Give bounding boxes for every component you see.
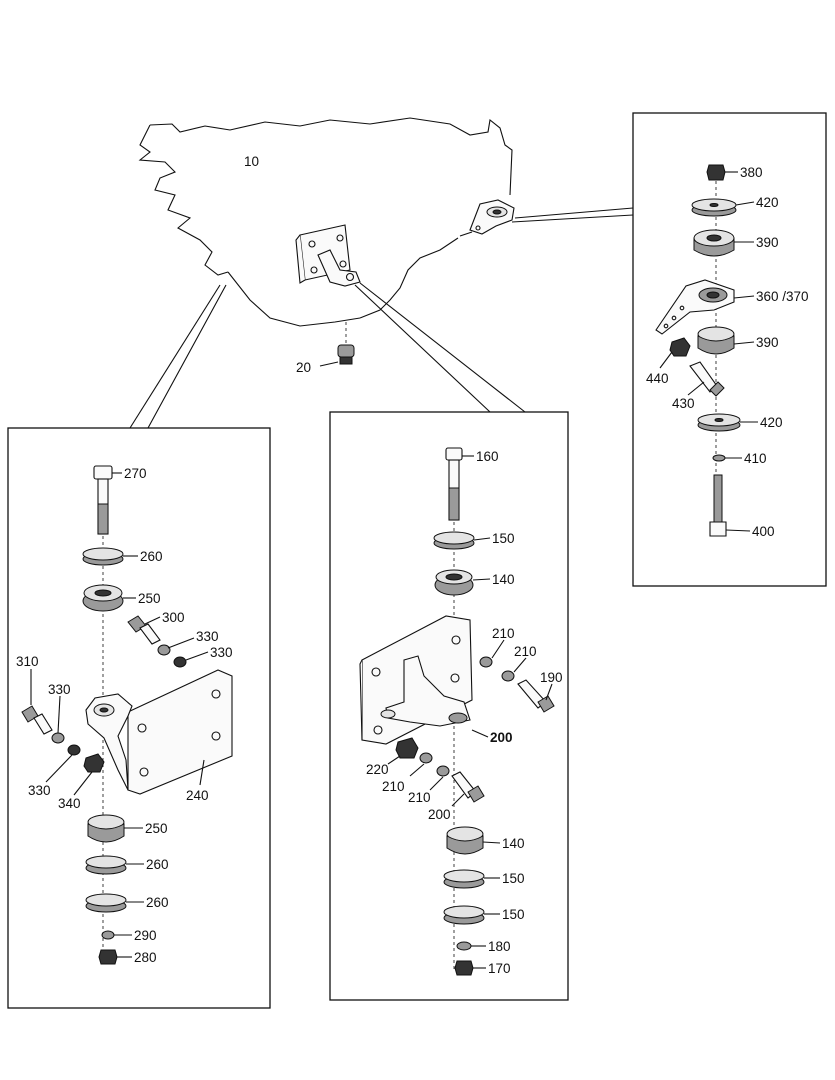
frame-left <box>7 427 271 1009</box>
callout-210-d: 210 <box>408 790 431 805</box>
frame-center <box>329 411 569 1001</box>
callout-380: 380 <box>740 165 763 180</box>
callout-260-mid: 260 <box>146 857 169 872</box>
callout-200-bolt: 200 <box>428 807 451 822</box>
right-assembly <box>655 164 741 537</box>
callout-210-c: 210 <box>382 779 405 794</box>
callout-260-lower: 260 <box>146 895 169 910</box>
frame-right <box>632 112 827 587</box>
connector-lines <box>129 207 634 429</box>
engine-outline <box>138 117 513 327</box>
callout-150-upper: 150 <box>492 531 515 546</box>
callout-210-a: 210 <box>492 626 515 641</box>
callout-440: 440 <box>646 371 669 386</box>
callout-200-bracket: 200 <box>490 730 513 745</box>
callout-420-lower: 420 <box>760 415 783 430</box>
callout-20: 20 <box>296 360 311 375</box>
callout-420-upper: 420 <box>756 195 779 210</box>
callout-190: 190 <box>540 670 563 685</box>
callout-430: 430 <box>672 396 695 411</box>
callout-140-upper: 140 <box>492 572 515 587</box>
callout-labels: 10 20 380 420 390 360 /370 390 440 430 4… <box>16 154 809 976</box>
callout-340: 340 <box>58 796 81 811</box>
engine-right-bracket <box>459 199 515 237</box>
callout-330-c: 330 <box>48 682 71 697</box>
callout-140-lower: 140 <box>502 836 525 851</box>
callout-390-lower: 390 <box>756 335 779 350</box>
callout-410: 410 <box>744 451 767 466</box>
callout-390-upper: 390 <box>756 235 779 250</box>
plug-20 <box>337 322 355 365</box>
callout-210-b: 210 <box>514 644 537 659</box>
callout-330-b: 330 <box>210 645 233 660</box>
callout-250-lower: 250 <box>145 821 168 836</box>
callout-180: 180 <box>488 939 511 954</box>
callout-160: 160 <box>476 449 499 464</box>
callout-360-370: 360 /370 <box>756 289 809 304</box>
callout-400: 400 <box>752 524 775 539</box>
callout-150-mid: 150 <box>502 871 525 886</box>
callout-170: 170 <box>488 961 511 976</box>
engine-center-bracket <box>295 224 361 287</box>
callout-240: 240 <box>186 788 209 803</box>
callout-290: 290 <box>134 928 157 943</box>
callout-250-upper: 250 <box>138 591 161 606</box>
callout-280: 280 <box>134 950 157 965</box>
callout-220: 220 <box>366 762 389 777</box>
callout-150-lower: 150 <box>502 907 525 922</box>
callout-10: 10 <box>244 154 259 169</box>
center-assembly <box>359 447 555 976</box>
callout-310: 310 <box>16 654 39 669</box>
callout-330-d: 330 <box>28 783 51 798</box>
callout-330-a: 330 <box>196 629 219 644</box>
callout-300: 300 <box>162 610 185 625</box>
leader-lines <box>30 171 758 969</box>
callout-270: 270 <box>124 466 147 481</box>
callout-260-upper: 260 <box>140 549 163 564</box>
left-assembly <box>21 465 233 965</box>
